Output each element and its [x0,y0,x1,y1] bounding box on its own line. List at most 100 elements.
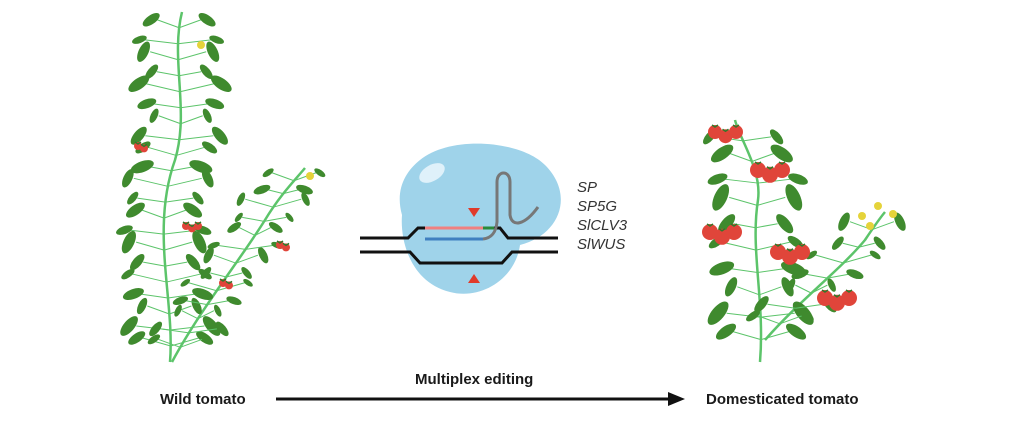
petiole [729,196,758,206]
leaf [185,254,201,271]
flower [197,41,205,49]
petiole [129,229,164,235]
leaf [715,323,737,340]
fruit-calyx [225,280,233,285]
petiole [147,305,170,315]
leaf [120,316,138,336]
petiole [264,216,287,222]
leaf [724,277,738,297]
domesticated-tomato-label: Domesticated tomato [706,391,859,408]
fruit-calyx [821,289,829,293]
leaf [707,173,728,185]
petiole [729,153,753,162]
petiole [732,331,762,341]
leaf [145,64,159,79]
petiole [170,325,205,331]
petiole [271,172,295,182]
petiole [721,241,757,251]
stem [733,119,763,363]
leaf [791,269,809,280]
petiole [273,198,302,208]
petiole [160,328,189,334]
tomato-fruit [282,243,290,252]
tomato-fruit [194,222,202,230]
wild-tomato-label: Wild tomato [160,391,246,408]
petiole [815,254,844,264]
petiole [226,272,243,278]
guide-rna-scaffold [482,171,540,241]
fruit-calyx [188,223,196,228]
petiole [149,166,172,172]
petiole [137,197,166,203]
fruit-calyx [766,166,774,170]
petiole [757,267,786,273]
leaf [226,296,242,306]
leaf [122,169,134,188]
leaf [201,169,214,188]
fruit-calyx [706,223,714,227]
fruit-calyx [778,161,786,165]
petiole [178,51,207,61]
gene-label-slwus: SlWUS [577,236,626,253]
tomato-fruit [841,290,857,306]
gene-label-slclv3: SlCLV3 [577,217,628,234]
stem [162,11,184,363]
tomato-fruit [182,222,190,230]
tomato-fruit [702,224,718,240]
leaf [203,247,214,264]
leaf [210,75,232,92]
tomato-fruit [794,244,810,260]
petiole [245,198,274,208]
petiole [180,115,203,125]
fruit-calyx [730,223,738,227]
petiole [185,300,208,306]
petiole [242,216,265,222]
highlight [419,163,445,183]
leaf [227,221,242,233]
leaf [198,13,216,27]
petiole [145,135,180,141]
petiole [181,310,199,320]
petiole [743,136,772,142]
petiole [188,328,217,334]
leaf [831,236,844,250]
dna-bottom-strand [360,250,558,265]
leaf [206,41,220,62]
cas9-complex [360,143,561,294]
leaf [785,323,807,340]
leaf [806,250,818,260]
leaf [211,126,228,145]
stem [170,167,306,363]
leaf [122,288,144,301]
leaf [869,250,881,260]
fruit-calyx [732,124,740,128]
petiole [166,273,201,283]
leaf [215,321,229,337]
fruit-calyx [194,221,202,225]
tomato-fruit [708,125,722,139]
petiole [143,261,166,267]
leaf [147,334,161,345]
leaf [827,278,836,292]
flower [874,202,882,210]
leaf [121,230,136,254]
stem [764,211,886,341]
tomato-fruit [718,129,733,144]
leaf [137,41,151,62]
petiole [178,19,202,29]
petiole [267,189,284,195]
tomato-fruit [782,248,798,265]
fruit-calyx [182,221,190,225]
petiole [150,51,179,61]
leaf [201,141,218,154]
leaf [137,98,157,110]
cut-marker-bottom [468,274,480,283]
petiole [805,273,828,279]
petiole [235,254,259,264]
leaf [712,184,730,211]
leaf [192,288,214,301]
leaf [127,191,139,205]
petiole [143,39,179,45]
